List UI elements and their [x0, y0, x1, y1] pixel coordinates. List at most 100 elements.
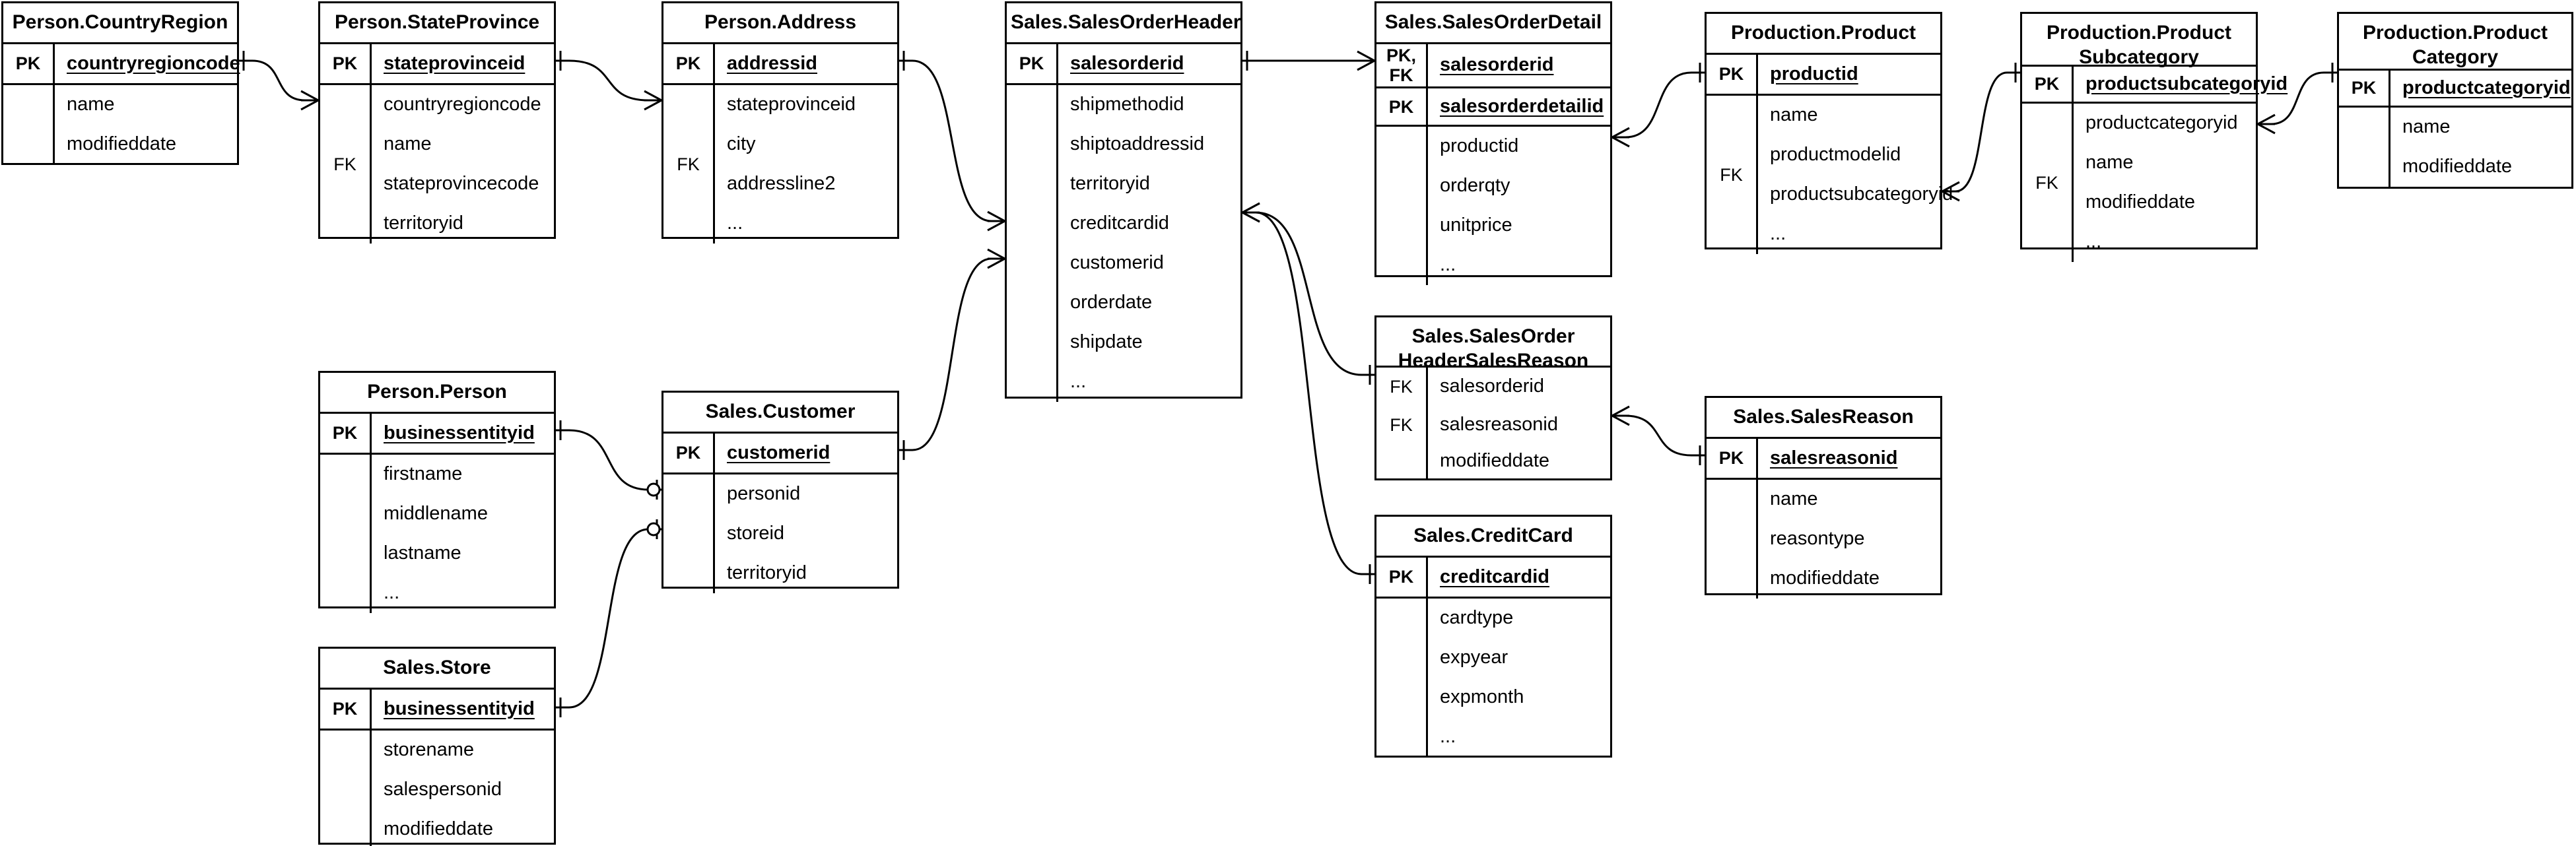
attribute-field[interactable]: modifieddate: [2402, 156, 2513, 177]
attribute-column: productid orderqty unitprice...: [1428, 127, 1610, 285]
relationship-rel-address-salesorderheader[interactable]: [899, 51, 1005, 232]
attribute-primary-key[interactable]: businessentityid: [384, 422, 535, 443]
attribute-field[interactable]: name: [1770, 488, 1818, 509]
relationship-rel-salesorderdetail-product[interactable]: [1611, 63, 1705, 148]
attribute-field[interactable]: productsubcategoryid: [1770, 183, 1953, 205]
key-indicator: PK, FK: [1376, 44, 1428, 87]
attribute-field[interactable]: firstname: [384, 463, 463, 484]
attribute-field[interactable]: ...: [2085, 231, 2102, 252]
attribute-field[interactable]: middlename: [384, 503, 488, 524]
relationship-rel-stateprovince-address[interactable]: [556, 51, 662, 111]
attribute-field[interactable]: lastname: [384, 542, 461, 564]
attribute-field[interactable]: orderdate: [1070, 292, 1153, 313]
attribute-primary-key[interactable]: salesreasonid: [1770, 447, 1898, 469]
attribute-primary-key[interactable]: salesorderid: [1440, 54, 1554, 76]
attribute-field[interactable]: stateprovinceid: [727, 94, 856, 115]
attribute-field[interactable]: ...: [384, 582, 400, 603]
attribute-field[interactable]: ...: [1440, 254, 1456, 276]
attribute-field[interactable]: storeid: [727, 523, 785, 544]
attribute-field[interactable]: storename: [384, 739, 475, 760]
attribute-field[interactable]: salespersonid: [384, 779, 502, 800]
attribute-field[interactable]: salesorderid: [1440, 375, 1544, 397]
relationship-rel-customer-salesorderheader[interactable]: [899, 248, 1005, 460]
relationship-rel-store-customer[interactable]: [556, 519, 661, 717]
attribute-field[interactable]: modifieddate: [1770, 568, 1880, 589]
attribute-field[interactable]: productmodelid: [1770, 144, 1901, 165]
attribute-field[interactable]: modifieddate: [2085, 191, 2196, 212]
relationship-rel-salesorderheader-creditcard[interactable]: [1242, 202, 1374, 584]
attribute-column: businessentityid: [372, 690, 554, 729]
relationship-line: [1955, 71, 2008, 193]
attribute-field[interactable]: modifieddate: [67, 133, 177, 154]
attribute-field[interactable]: stateprovincecode: [384, 173, 539, 194]
attribute-field[interactable]: ...: [1770, 223, 1786, 244]
attribute-primary-key[interactable]: productcategoryid: [2402, 77, 2571, 98]
attribute-primary-key[interactable]: creditcardid: [1440, 566, 1549, 587]
attribute-field[interactable]: modifieddate: [1440, 450, 1550, 471]
attribute-field[interactable]: orderqty: [1440, 175, 1510, 197]
attribute-field[interactable]: ...: [1070, 371, 1087, 392]
relationship-rel-person-customer[interactable]: [556, 420, 661, 500]
attribute-field[interactable]: expyear: [1440, 647, 1508, 668]
attribute-field[interactable]: shipdate: [1070, 331, 1143, 352]
attribute-field[interactable]: ...: [727, 212, 743, 234]
attribute-field[interactable]: reasontype: [1770, 528, 1865, 549]
cardinality-zero-circle: [646, 522, 661, 537]
attribute-primary-key[interactable]: countryregioncode: [67, 52, 240, 74]
attribute-field[interactable]: productcategoryid: [2085, 112, 2238, 133]
entity-title: Sales.SalesOrderDetail: [1376, 3, 1610, 44]
attribute-field[interactable]: modifieddate: [384, 818, 494, 839]
attribute-primary-key[interactable]: businessentityid: [384, 698, 535, 719]
attribute-field[interactable]: territoryid: [727, 562, 807, 583]
attribute-field[interactable]: name: [67, 94, 115, 115]
attribute-primary-key[interactable]: salesorderid: [1070, 52, 1184, 74]
attribute-primary-key[interactable]: customerid: [727, 441, 830, 463]
attribute-primary-key[interactable]: addressid: [727, 52, 817, 74]
attribute-field[interactable]: unitprice: [1440, 214, 1512, 236]
relationship-rel-salesreasonlink-salesreason[interactable]: [1611, 405, 1705, 465]
relationship-rel-salesorderheader-salesorderdetail[interactable]: [1242, 50, 1375, 71]
attribute-primary-key[interactable]: productsubcategoryid: [2085, 73, 2288, 94]
attribute-field[interactable]: shiptoaddressid: [1070, 133, 1205, 154]
attribute-field[interactable]: expmonth: [1440, 686, 1524, 707]
attribute-field[interactable]: city: [727, 133, 756, 154]
attribute-field[interactable]: name: [384, 133, 432, 154]
attribute-field[interactable]: salesreasonid: [1440, 414, 1558, 435]
attribute-field[interactable]: cardtype: [1440, 607, 1514, 628]
attribute-field[interactable]: shipmethodid: [1070, 94, 1184, 115]
attribute-field[interactable]: territoryid: [1070, 173, 1150, 194]
attribute-primary-key[interactable]: stateprovinceid: [384, 52, 525, 74]
attribute-field[interactable]: addressline2: [727, 173, 836, 194]
attribute-primary-key[interactable]: salesorderdetailid: [1440, 95, 1604, 117]
relationship-rel-countryregion-stateprovince[interactable]: [239, 51, 319, 111]
relationship-rel-salesorderheader-salesreasonlink[interactable]: [1242, 202, 1374, 385]
attribute-field[interactable]: creditcardid: [1070, 212, 1169, 234]
attribute-field[interactable]: countryregioncode: [384, 94, 541, 115]
attribute-field[interactable]: name: [2402, 116, 2451, 137]
attribute-field[interactable]: productid: [1440, 135, 1519, 157]
attribute-field[interactable]: name: [1770, 104, 1818, 125]
attribute-field[interactable]: customerid: [1070, 252, 1164, 273]
attribute-field[interactable]: name: [2085, 152, 2134, 173]
attribute-field[interactable]: personid: [727, 483, 801, 504]
attribute-primary-key[interactable]: productid: [1770, 63, 1858, 84]
attribute-field[interactable]: ...: [1440, 726, 1456, 747]
attribute-field[interactable]: territoryid: [384, 212, 463, 234]
